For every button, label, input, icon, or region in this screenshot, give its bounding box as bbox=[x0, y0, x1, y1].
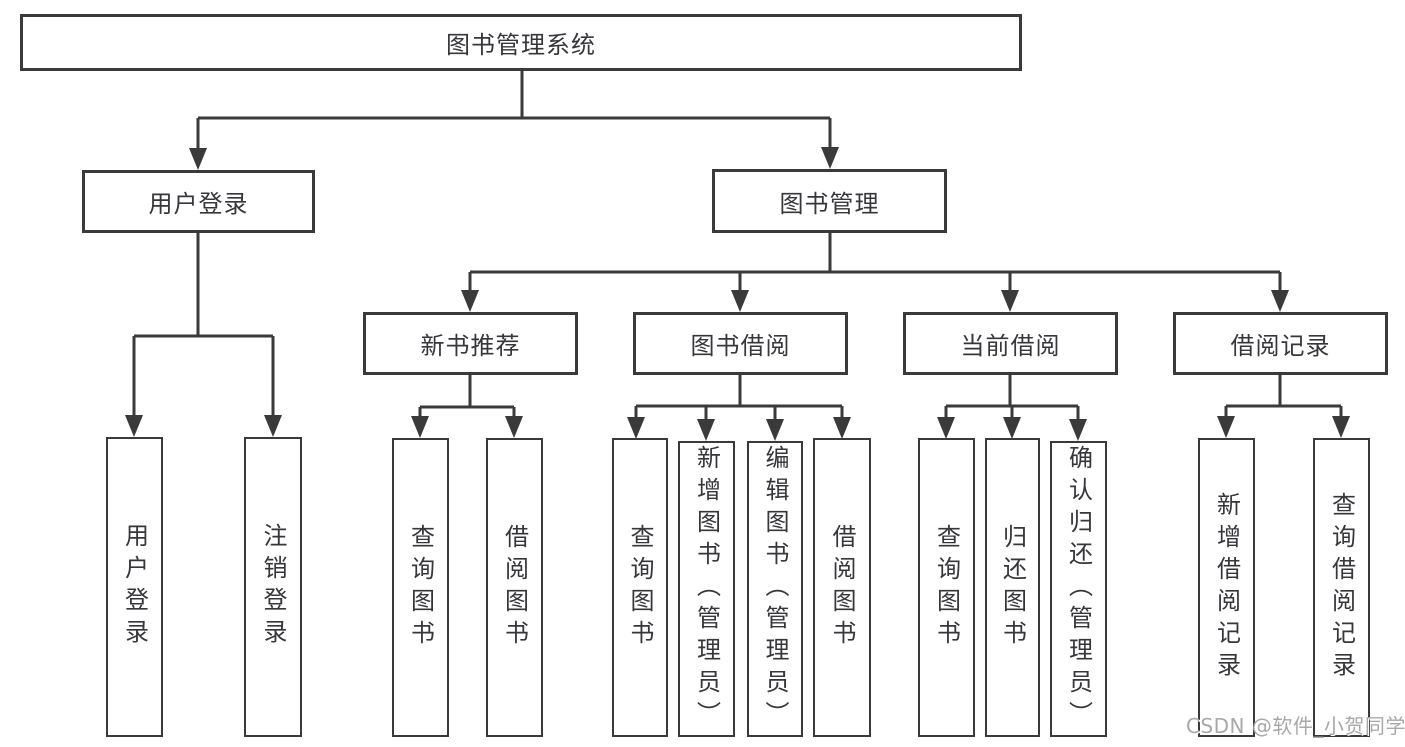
node-borrow-records: 借阅记录 bbox=[1173, 312, 1388, 375]
node-book-borrow: 图书借阅 bbox=[633, 312, 848, 375]
leaf-newbook-borrow-books: 借阅图书 bbox=[486, 438, 543, 737]
leaf-borrow-edit-books-admin: 编辑图书（管理员） bbox=[747, 441, 803, 737]
leaf-user-login: 用户登录 bbox=[106, 437, 163, 737]
node-new-book-recommend: 新书推荐 bbox=[363, 312, 578, 375]
leaf-logout: 注销登录 bbox=[244, 437, 302, 737]
node-root-library-system: 图书管理系统 bbox=[20, 14, 1022, 71]
leaf-current-confirm-return-admin: 确认归还（管理员） bbox=[1050, 441, 1107, 737]
leaf-borrow-query-books: 查询图书 bbox=[612, 438, 668, 737]
leaf-records-add-record: 新增借阅记录 bbox=[1198, 438, 1255, 737]
node-book-management-module: 图书管理 bbox=[712, 169, 947, 233]
leaf-current-query-books: 查询图书 bbox=[918, 438, 975, 737]
leaf-records-query-record: 查询借阅记录 bbox=[1313, 438, 1370, 737]
node-user-login-module: 用户登录 bbox=[82, 170, 315, 233]
leaf-newbook-query-books: 查询图书 bbox=[392, 438, 449, 737]
csdn-watermark: CSDN @软件_小贺同学 bbox=[1186, 714, 1405, 738]
node-current-borrow: 当前借阅 bbox=[903, 312, 1118, 375]
leaf-current-return-books: 归还图书 bbox=[985, 438, 1040, 737]
leaf-borrow-add-books-admin: 新增图书（管理员） bbox=[678, 441, 735, 737]
leaf-borrow-borrow-books: 借阅图书 bbox=[813, 438, 871, 737]
